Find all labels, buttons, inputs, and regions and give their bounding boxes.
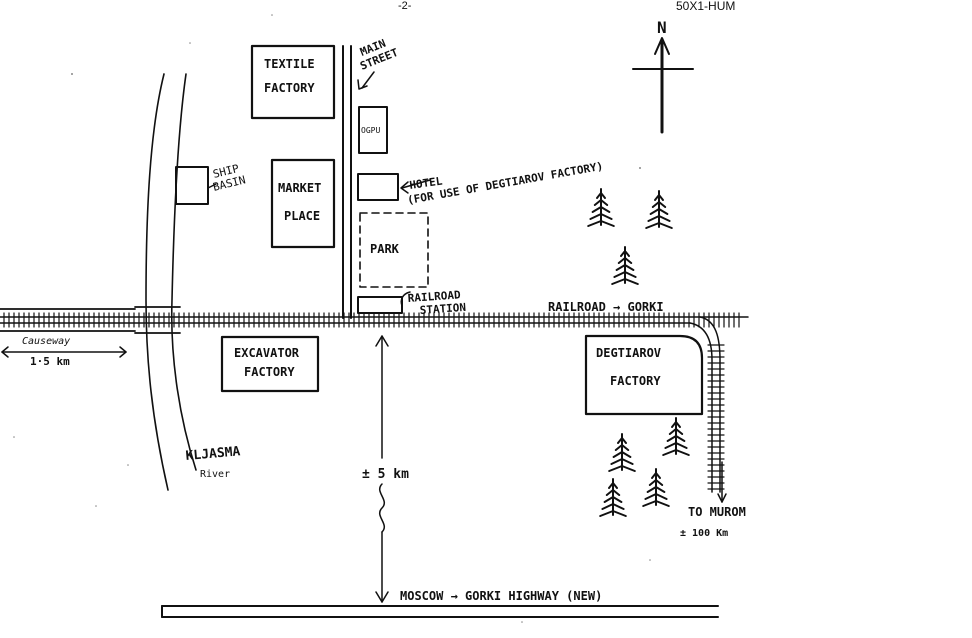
murom-distance-label: ± 100 Km [680,528,728,539]
railroad-station-label-2: STATION [419,301,466,317]
textile-factory-label-2: FACTORY [264,81,315,95]
tree-icon [608,433,636,472]
causeway-label: Causeway [22,336,70,347]
distance-label: ± 5 km [362,467,409,482]
textile-factory [250,44,336,120]
causeway [0,306,181,334]
highway-label: MOSCOW → GORKI HIGHWAY (NEW) [400,589,602,603]
ogpu-building [358,106,388,154]
degtiarov-factory [584,334,704,416]
tree-icon [642,468,670,507]
tree-icon [662,417,690,456]
river-label-2: River [200,469,230,480]
tree-icon [611,246,639,285]
river-label: KLJASMA [185,444,241,464]
degtiarov-factory-label: DEGTIAROV [596,346,661,360]
moscow-gorki-highway [161,605,719,618]
park [359,212,429,288]
to-murom-label: TO MUROM [688,505,746,519]
market-place [270,158,336,249]
page-number: -2- [398,0,412,12]
ship-basin-label: SHIP [212,162,241,181]
tree-icon [599,478,627,517]
hotel-label: HOTEL [409,174,444,192]
forest [587,188,690,517]
ogpu-label: OGPU [361,126,380,135]
compass-north-label: N [657,18,667,37]
degtiarov-factory-label-2: FACTORY [610,374,661,388]
main-street [342,45,352,319]
railroad-station-label: RAILROAD [407,288,461,305]
park-label: PARK [370,242,400,256]
market-place-label-2: PLACE [284,209,320,223]
compass-north-arrow-icon: N [632,18,694,134]
railroad-station [357,296,403,314]
distance-arrow-icon [375,335,389,603]
causeway-distance-arrow-icon [1,346,127,358]
causeway-distance-label: 1·5 km [30,355,70,368]
scan-specks [13,14,651,623]
hotel [357,173,399,201]
tree-icon [645,190,673,229]
excavator-factory [220,335,320,393]
ship-basin [175,166,209,205]
railroad-track [0,312,749,493]
tree-icon [587,188,615,227]
river [145,73,197,491]
excavator-factory-label-2: FACTORY [244,365,295,379]
classification-stamp: 50X1-HUM [676,0,735,13]
market-place-label: MARKET [278,181,321,195]
murom-arrow-icon [717,461,727,503]
excavator-factory-label: EXCAVATOR [234,346,300,360]
textile-factory-label: TEXTILE [264,57,315,71]
railroad-gorki-label: RAILROAD → GORKI [548,300,664,314]
